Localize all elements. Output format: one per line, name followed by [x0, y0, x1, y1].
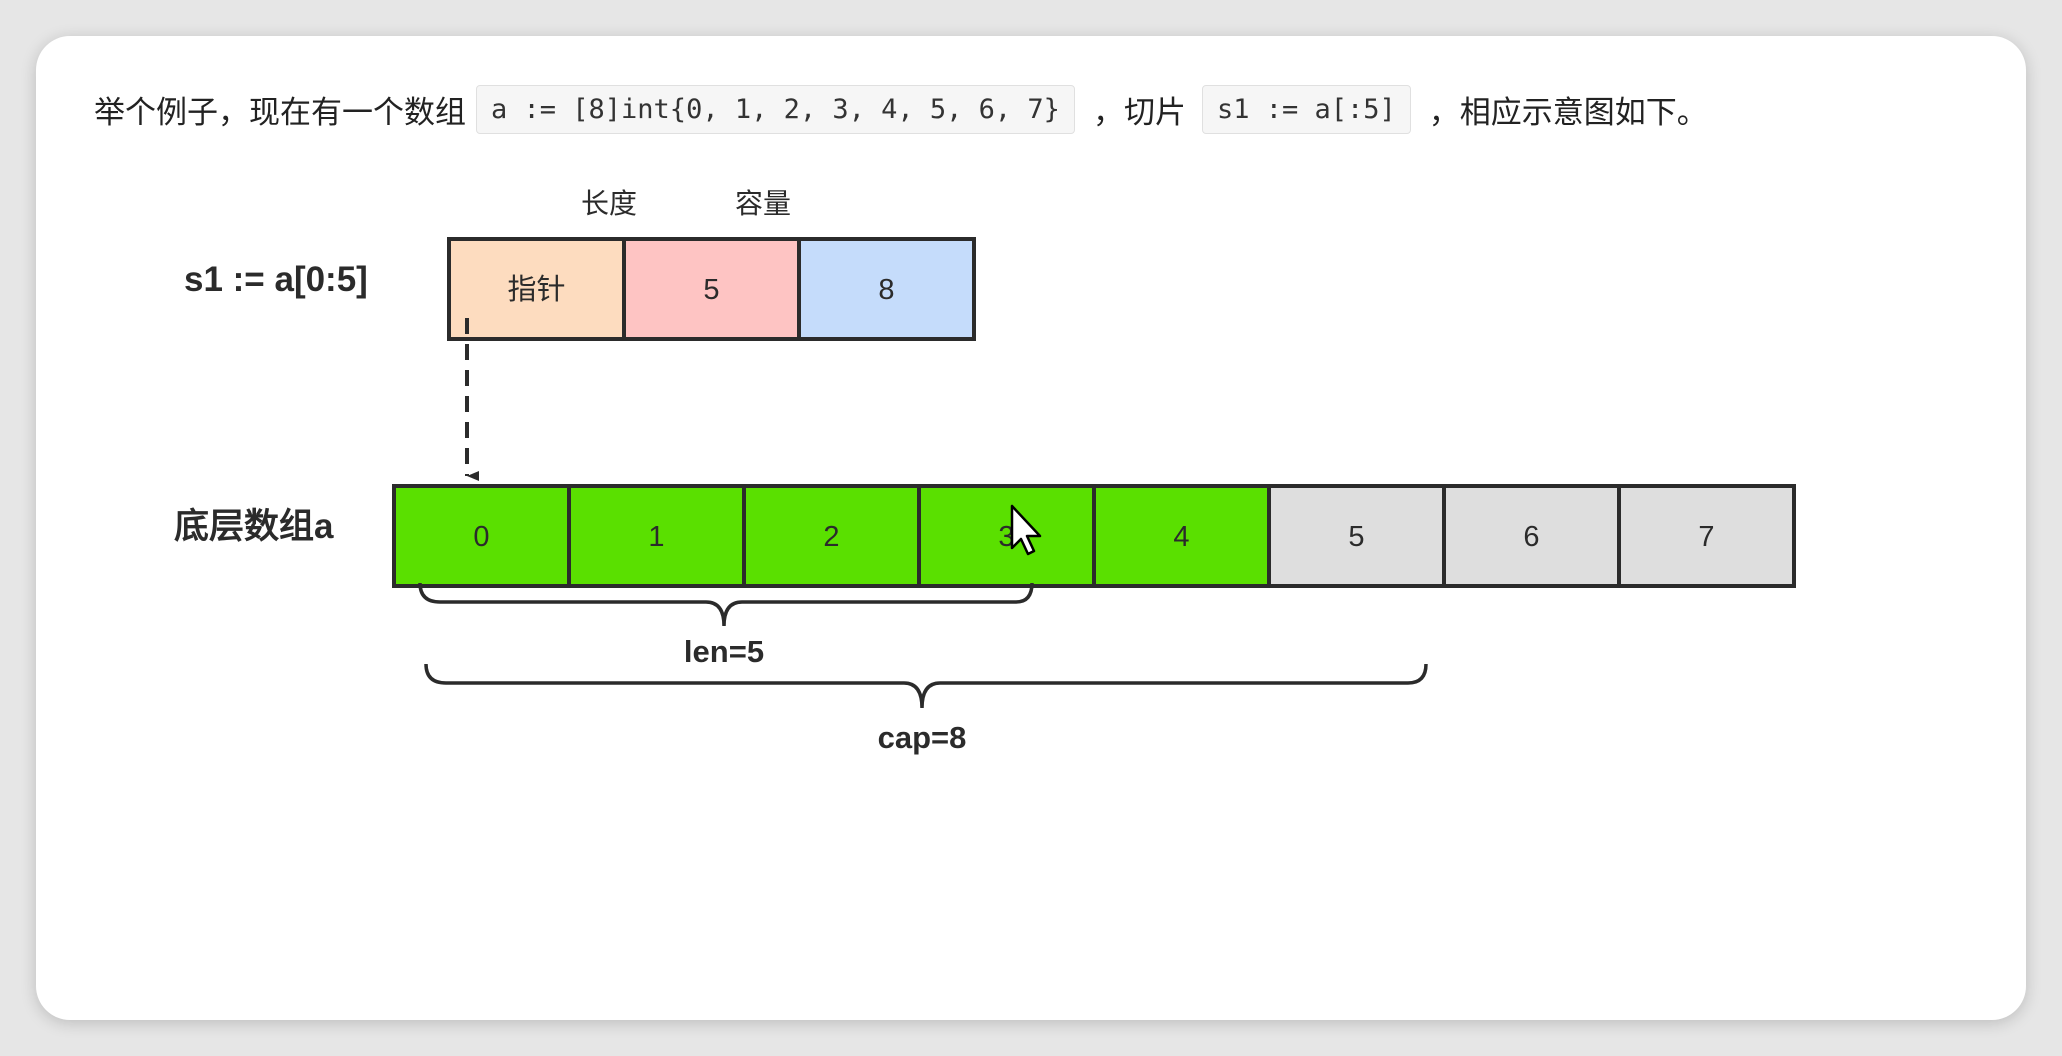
- array-cell-4: 4: [1092, 484, 1271, 588]
- slice-pointer-cell: 指针: [447, 237, 626, 341]
- content-card: 举个例子，现在有一个数组 a := [8]int{0, 1, 2, 3, 4, …: [36, 36, 2026, 1020]
- mouse-cursor-icon: [1010, 504, 1042, 556]
- slice-cap-cell: 8: [797, 237, 976, 341]
- array-cell-1-box: [567, 484, 746, 588]
- array-cell-2: 2: [742, 484, 921, 588]
- slice-len-cell: 5: [622, 237, 801, 341]
- array-cell-7: 7: [1617, 484, 1796, 588]
- array-code-snippet: a := [8]int{0, 1, 2, 3, 4, 5, 6, 7}: [476, 84, 1075, 134]
- slice-label: s1 := a[0:5]: [184, 260, 368, 299]
- array-cell-2-value: 2: [823, 521, 839, 553]
- array-cell-0-box: [392, 484, 571, 588]
- cap-label: cap=8: [878, 720, 967, 755]
- slice-header-struct: 指针 5 8: [447, 237, 976, 341]
- array-cell-4-value: 4: [1173, 521, 1189, 553]
- slice-cap-cell-value: 8: [878, 274, 894, 306]
- slice-len-cell-box: [622, 237, 801, 341]
- slice-diagram: s1 := a[0:5] 长度 容量 指针 5 8 底层数组a 0 1 2 3 4 5 6 7 l…: [174, 188, 1796, 755]
- array-cell-5: 5: [1267, 484, 1446, 588]
- array-cell-1: 1: [567, 484, 746, 588]
- array-cell-5-box: [1267, 484, 1446, 588]
- array-cell-0: 0: [392, 484, 571, 588]
- array-cell-3: 3: [917, 484, 1096, 588]
- cap-brace: [424, 663, 1428, 709]
- array-cell-0-value: 0: [473, 521, 489, 553]
- slice-header-cap: 容量: [735, 188, 791, 219]
- array-cell-6-value: 6: [1523, 521, 1539, 553]
- underlying-array: 0 1 2 3 4 5 6 7: [392, 484, 1796, 588]
- len-brace: [418, 582, 1034, 627]
- len-label: len=5: [684, 634, 764, 669]
- array-label: 底层数组a: [174, 507, 334, 546]
- intro-suffix: ，相应示意图如下。: [1428, 94, 1708, 131]
- array-cell-7-value: 7: [1698, 521, 1714, 553]
- array-cell-5-value: 5: [1348, 521, 1364, 553]
- array-cell-3-value: 3: [998, 521, 1014, 553]
- slice-cap-cell-box: [797, 237, 976, 341]
- slice-len-cell-value: 5: [703, 274, 719, 306]
- intro-paragraph: 举个例子，现在有一个数组 a := [8]int{0, 1, 2, 3, 4, …: [94, 80, 1714, 138]
- array-cell-3-box: [917, 484, 1096, 588]
- slice-header-len: 长度: [581, 188, 637, 219]
- array-cell-2-box: [742, 484, 921, 588]
- slice-code-snippet: s1 := a[:5]: [1201, 84, 1411, 134]
- intro-middle: ，切片: [1092, 94, 1186, 131]
- array-cell-6: 6: [1442, 484, 1621, 588]
- slice-pointer-cell-box: [447, 237, 626, 341]
- array-cell-1-value: 1: [648, 521, 664, 553]
- array-cell-7-box: [1617, 484, 1796, 588]
- slice-pointer-cell-value: 指针: [507, 273, 565, 306]
- intro-prefix: 举个例子，现在有一个数组: [94, 94, 466, 131]
